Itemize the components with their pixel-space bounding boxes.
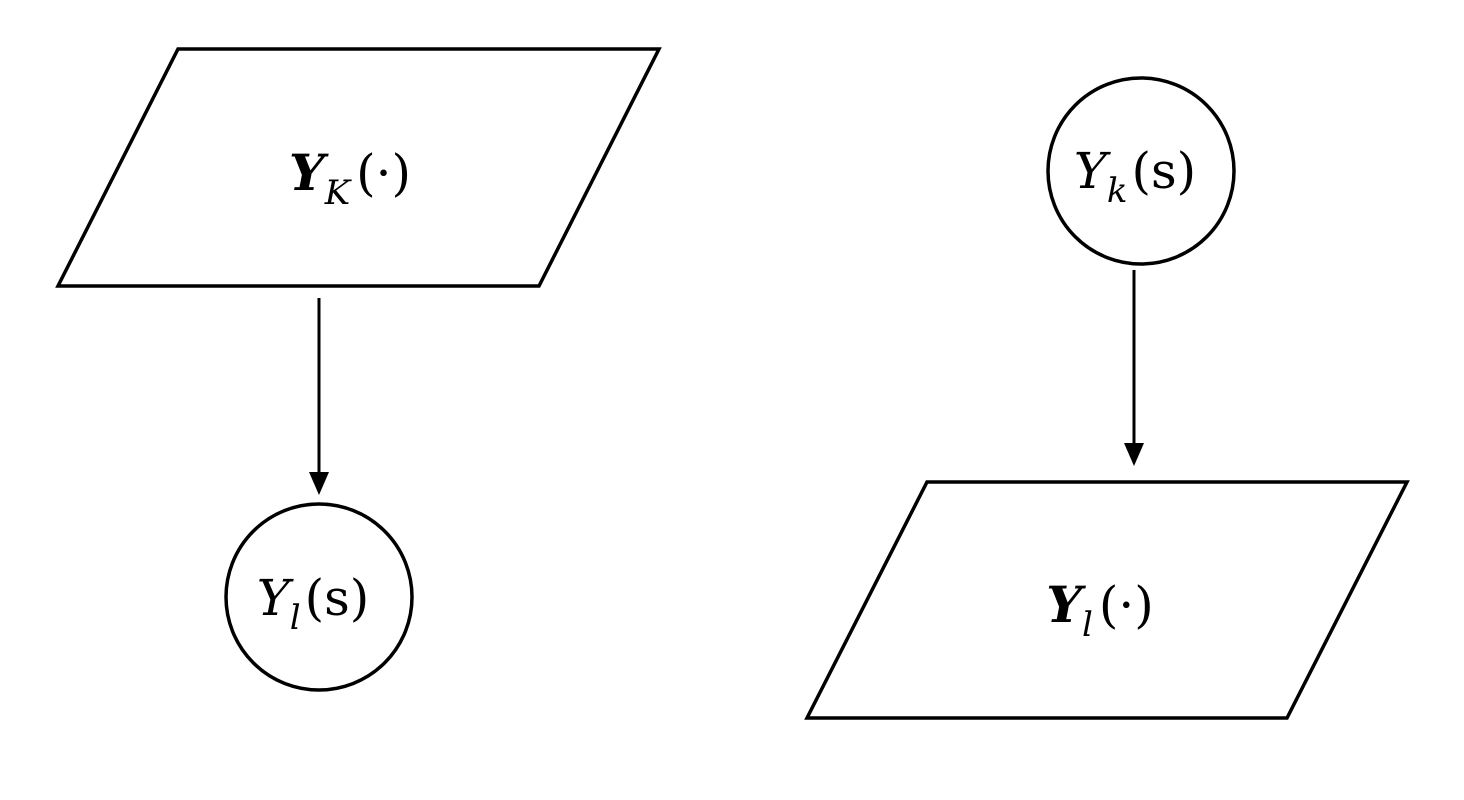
- node-right-bottom: Yl(·): [804, 480, 1410, 720]
- label-left-top: YK(·): [289, 143, 411, 213]
- node-left-top: YK(·): [55, 47, 662, 288]
- edge-right: [1124, 270, 1144, 466]
- parallelogram-right-bottom: [804, 480, 1410, 720]
- circle-left-bottom: [224, 502, 414, 692]
- node-right-top: Yk(s): [1046, 76, 1236, 266]
- label-right-top: Yk(s): [1074, 142, 1196, 211]
- label-left-bottom: Yl(s): [257, 569, 370, 638]
- node-left-bottom: Yl(s): [224, 502, 414, 692]
- parallelogram-left-top: [55, 47, 662, 288]
- arrowhead-right: [1124, 443, 1144, 466]
- edge-left: [309, 298, 329, 495]
- label-right-bottom: Yl(·): [1046, 575, 1154, 645]
- arrowhead-left: [309, 472, 329, 495]
- circle-right-top: [1046, 76, 1236, 266]
